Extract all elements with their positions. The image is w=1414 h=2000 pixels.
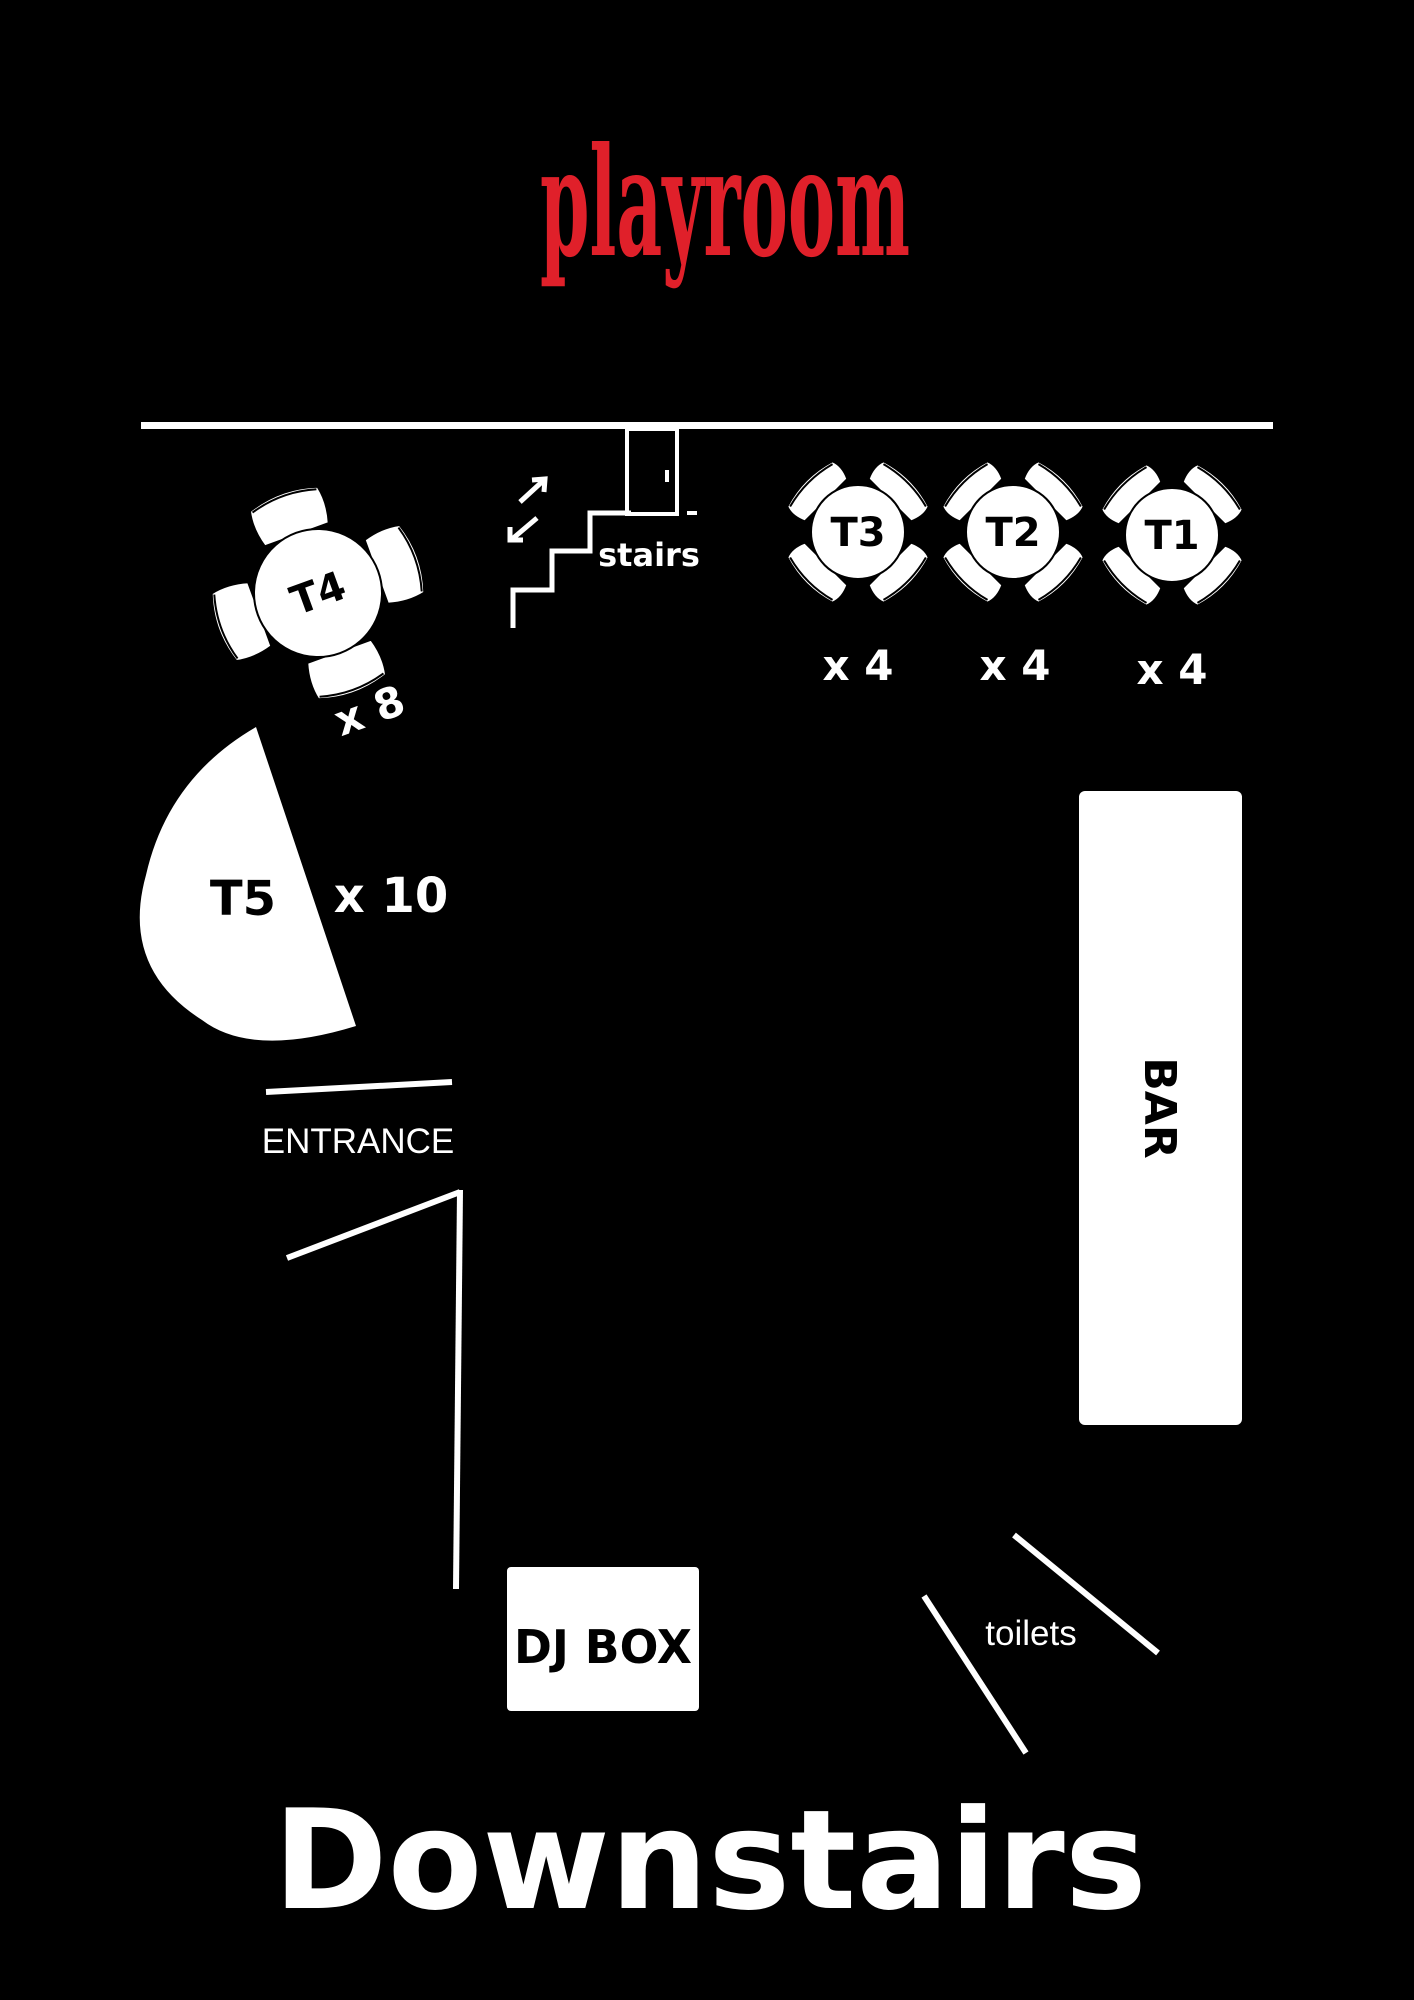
table-t3-label: T3	[830, 510, 885, 556]
up-down-arrows-icon	[507, 476, 548, 543]
table-t2[interactable]: T2	[938, 457, 1089, 608]
chair-icon	[786, 541, 849, 604]
table-t1-top	[1124, 487, 1220, 583]
page-title: Downstairs	[273, 1780, 1147, 1941]
bar-counter[interactable]: BAR	[1079, 791, 1242, 1425]
table-t1-label: T1	[1144, 513, 1199, 559]
chair-icon	[941, 541, 1004, 604]
chair-icon	[867, 541, 930, 604]
chair-icon	[1181, 544, 1244, 607]
chair-icon	[248, 485, 330, 548]
chair-icon	[1100, 463, 1163, 526]
table-t2-top	[965, 484, 1061, 580]
chair-icon	[1022, 460, 1085, 523]
table-t3-top	[810, 484, 906, 580]
bar-counter-shape	[1079, 791, 1242, 1425]
chair-icon	[1181, 463, 1244, 526]
table-t5-top	[139, 727, 356, 1041]
dj-box-label: DJ BOX	[514, 1620, 692, 1674]
top-wall	[141, 422, 1273, 429]
bar-label: BAR	[1134, 1057, 1185, 1158]
door-icon	[625, 427, 697, 516]
entrance-label: ENTRANCE	[262, 1122, 455, 1161]
toilets-label: toilets	[985, 1614, 1076, 1653]
dj-box-shape	[507, 1567, 699, 1711]
chair-icon	[306, 638, 388, 701]
chair-icon	[1022, 541, 1085, 604]
brand-logo: playroom	[540, 115, 910, 291]
chair-icon	[867, 460, 930, 523]
entrance-wall	[285, 1189, 463, 1590]
table-t3-seats: x 4	[823, 641, 894, 690]
table-t4[interactable]: T4	[182, 457, 454, 729]
chair-icon	[210, 581, 273, 663]
chair-icon	[786, 460, 849, 523]
table-t1-seats: x 4	[1137, 645, 1208, 694]
toilets-walls	[921, 1532, 1160, 1755]
table-t5[interactable]: T5	[139, 727, 356, 1041]
table-t3[interactable]: T3	[783, 457, 934, 608]
entrance-wall-top	[265, 1079, 453, 1095]
table-t5-seats: x 10	[334, 868, 448, 924]
table-t4-top	[253, 528, 383, 658]
chair-icon	[941, 460, 1004, 523]
stairs-icon	[510, 510, 631, 628]
table-t2-label: T2	[985, 510, 1040, 556]
table-t1[interactable]: T1	[1097, 460, 1248, 611]
chair-icon	[1100, 544, 1163, 607]
dj-box[interactable]: DJ BOX	[507, 1567, 699, 1711]
chair-icon	[363, 523, 426, 605]
table-t5-label: T5	[210, 871, 276, 927]
stairs-label: stairs	[598, 536, 700, 574]
table-t2-seats: x 4	[980, 641, 1051, 690]
